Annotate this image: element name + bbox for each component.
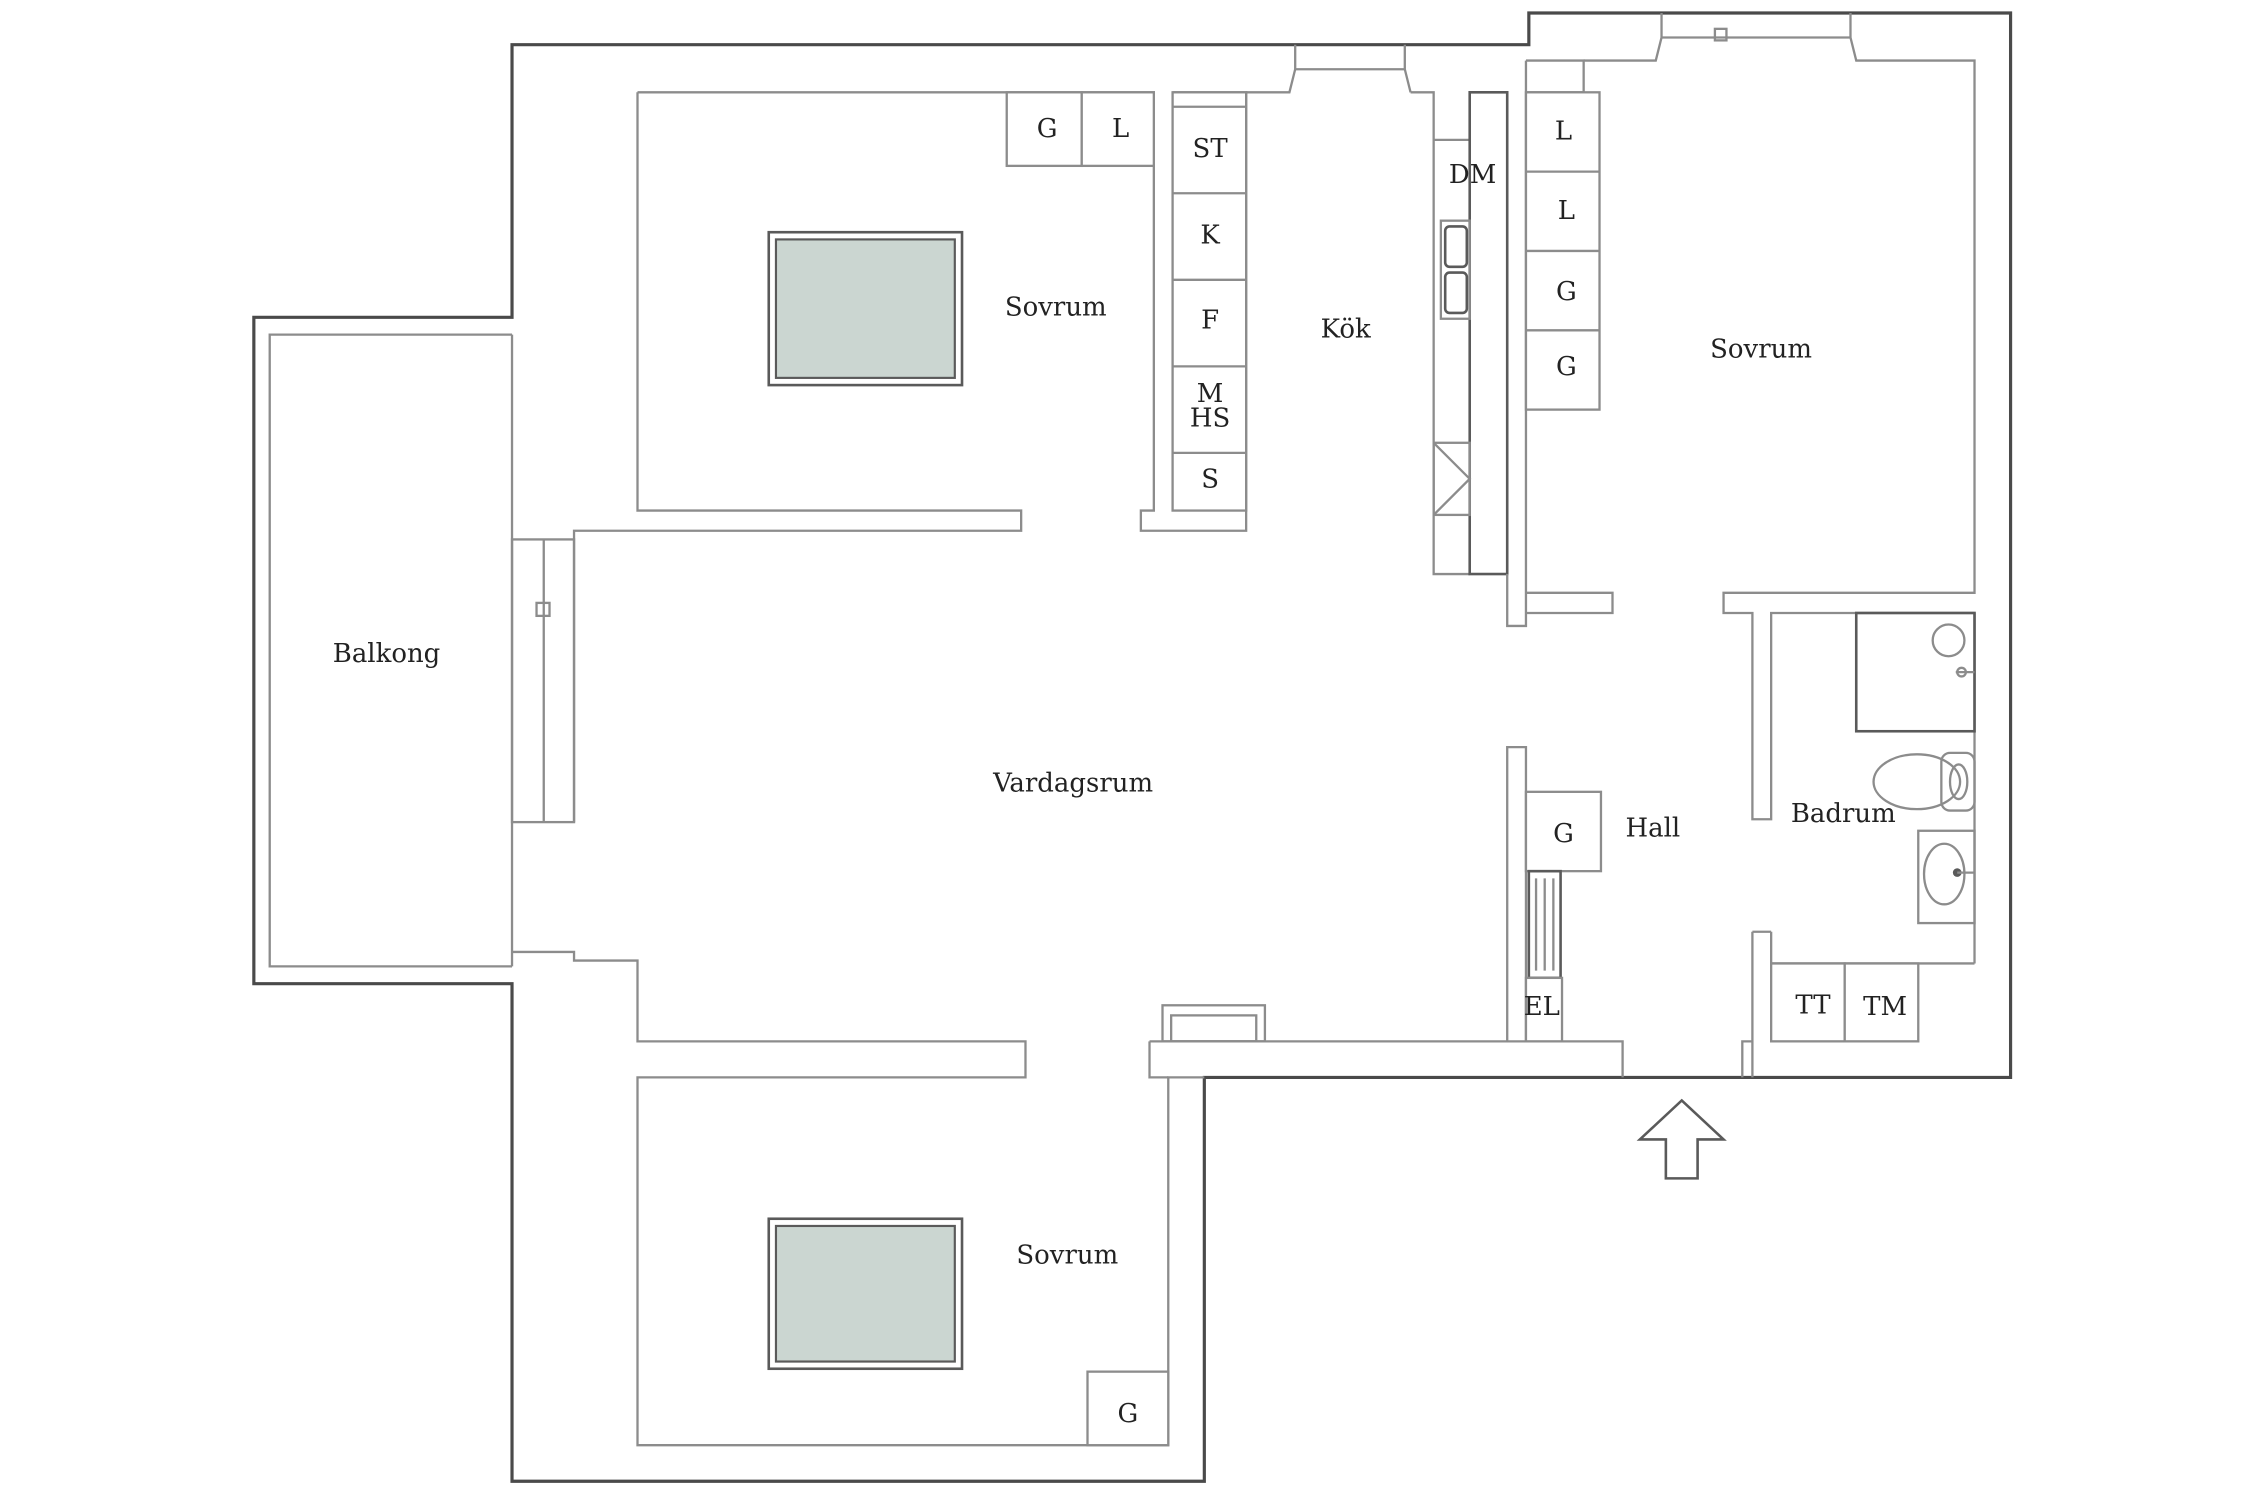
fixture-label: L [1558, 196, 1575, 226]
laundry-units [1770, 962, 1920, 1043]
kitchen-column [1171, 91, 1248, 512]
fixture-label: L [1112, 114, 1129, 144]
fixture-label: TM [1863, 992, 1907, 1022]
outer-walls [252, 11, 2013, 1483]
sink-icon [1439, 219, 1471, 320]
room-label-sovrum-right: Sovrum [1710, 334, 1812, 364]
fixture-label: TT [1795, 991, 1831, 1021]
fixture-label: G [1037, 114, 1058, 144]
fixture-label: G [1118, 1399, 1139, 1429]
fixture-label: ST [1193, 134, 1229, 164]
bed-top [767, 230, 964, 387]
room-label-sovrum-top: Sovrum [1005, 293, 1107, 323]
entrance-arrow-icon [1636, 1098, 1727, 1180]
wardrobe-bottom [1086, 1370, 1170, 1447]
stove-icon [1432, 441, 1472, 517]
room-label-badrum: Badrum [1791, 799, 1896, 829]
shower-icon [1854, 611, 1976, 733]
fixture-label: G [1556, 277, 1577, 307]
bed-bottom [767, 1217, 964, 1371]
fixture-label: HS [1190, 404, 1230, 434]
wardrobe-right [1524, 91, 1601, 411]
room-label-hall: Hall [1626, 813, 1681, 843]
fixture-label: G [1556, 352, 1577, 382]
fixture-label: EL [1524, 992, 1560, 1022]
room-label-sovrum-bottom: Sovrum [1016, 1240, 1118, 1270]
fixture-label: G [1553, 819, 1574, 849]
fixture-label: L [1555, 117, 1572, 147]
fixture-label: F [1201, 306, 1219, 336]
toilet-icon [1872, 751, 1976, 812]
fixture-label: DM [1449, 160, 1496, 190]
hall-closet [1524, 790, 1603, 873]
room-label-vardagsrum: Vardagsrum [992, 769, 1153, 799]
room-label-balkong: Balkong [333, 639, 441, 669]
room-label-kok: Kök [1321, 314, 1371, 344]
bathroom-sink-icon [1917, 829, 1976, 925]
electric-cabinet [1524, 976, 1564, 1043]
fixture-label: M [1197, 379, 1224, 409]
fixture-label: K [1200, 221, 1220, 251]
wardrobe-top-left [1005, 91, 1155, 168]
balcony-door [510, 538, 576, 824]
radiator-icon [1527, 869, 1562, 980]
fixture-label: S [1201, 464, 1219, 494]
